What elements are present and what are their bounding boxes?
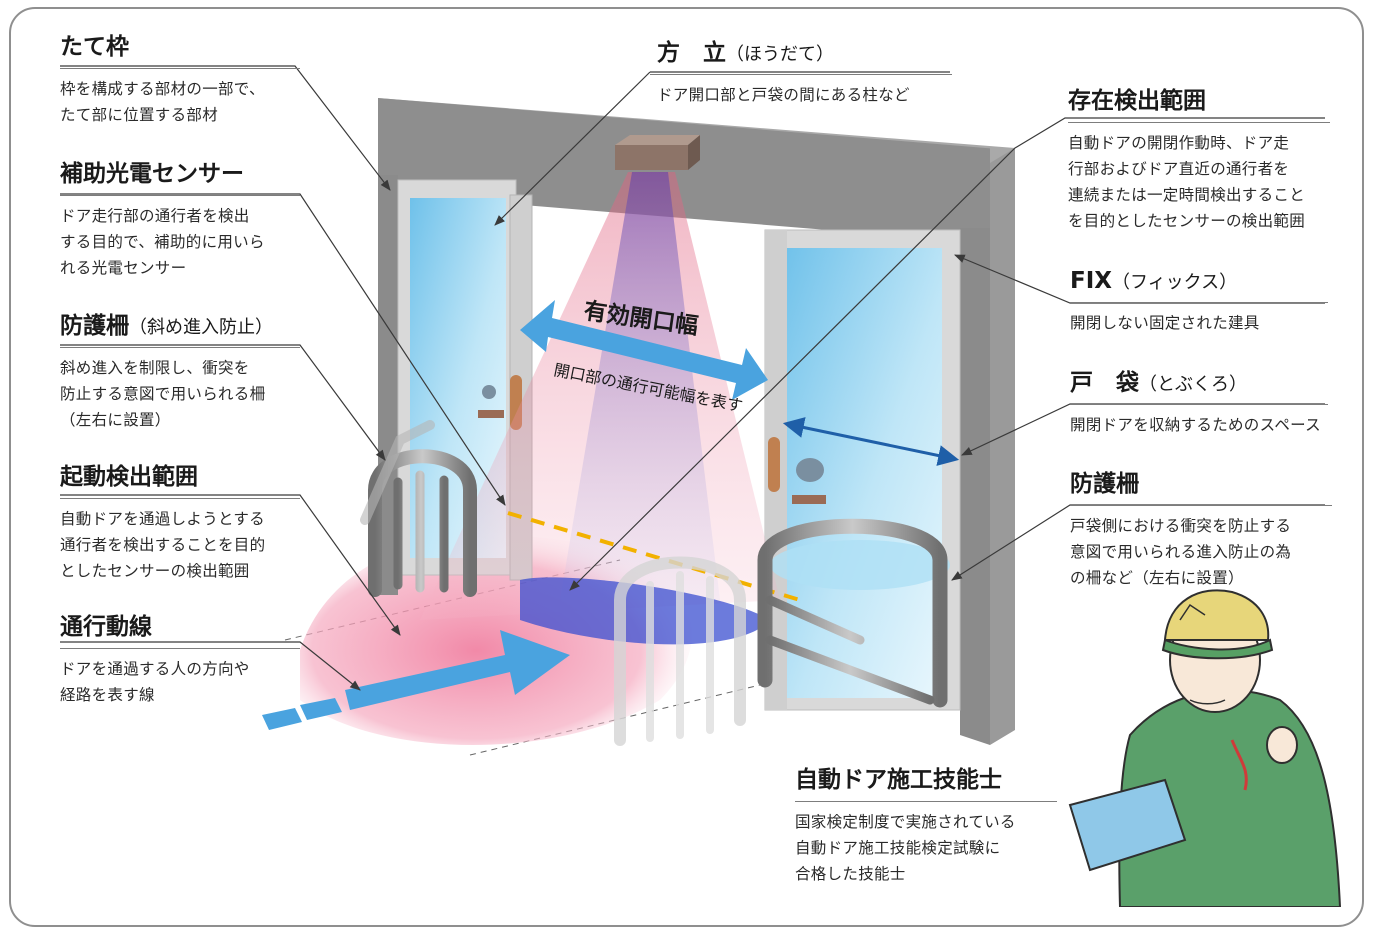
callout-houdate: 方 立（ほうだて） ドア開口部と戸袋の間にある柱など [650, 40, 952, 108]
callout-rule [1070, 404, 1328, 405]
callout-title: FIX（フィックス） [1070, 268, 1238, 294]
callout-presence-range: 存在検出範囲 自動ドアの開閉作動時、ドア走 行部およびドア直近の通行者を 連続ま… [1068, 90, 1330, 234]
auto-door-illustration: 有効開口幅 開口部の通行可能幅を表す [60, 65, 1342, 907]
callout-tobukuro: 戸 袋（とぶくろ） 開閉ドアを収納するためのスペース [1070, 372, 1328, 438]
worker-illustration-icon [1068, 589, 1342, 907]
callout-title: 防護柵（斜め進入防止） [60, 313, 273, 339]
floor-guide-line [469, 684, 761, 756]
callout-technician: 自動ドア施工技能士 国家検定制度で実施されている 自動ドア施工技能検定試験に 合… [795, 769, 1057, 887]
callout-title: 方 立（ほうだて） [657, 40, 834, 66]
callout-desc: 枠を構成する部材の一部で、 たて部に位置する部材 [60, 80, 265, 124]
callout-title: 存在検出範囲 [1068, 88, 1206, 114]
callout-guard-right: 防護柵 戸袋側における衝突を防止する 意図で用いられる進入防止の為 の柵など（左… [1070, 473, 1332, 591]
callout-rule [60, 498, 300, 499]
callout-title: たて枠 [60, 34, 129, 60]
callout-title: 補助光電センサー [60, 161, 244, 187]
door-pocket-arrow [782, 417, 960, 466]
callout-walking-path: 通行動線 ドアを通過する人の方向や 経路を表す線 [60, 616, 300, 708]
callout-desc: 戸袋側における衝突を防止する 意図で用いられる進入防止の為 の柵など（左右に設置… [1070, 517, 1292, 587]
callout-rule [1070, 302, 1328, 303]
callout-desc: 開閉ドアを収納するためのスペース [1070, 416, 1321, 434]
callout-rule [1068, 122, 1330, 123]
door-frame-icon [378, 98, 1015, 745]
callout-desc: ドア開口部と戸袋の間にある柱など [657, 86, 910, 104]
callout-title: 防護柵 [1070, 471, 1139, 497]
opening-width-arrow [520, 300, 768, 400]
callout-desc: 自動ドアの開閉作動時、ドア走 行部およびドア直近の通行者を 連続または一定時間検… [1068, 134, 1306, 230]
callout-fix: FIX（フィックス） 開閉しない固定された建具 [1070, 270, 1328, 336]
callout-rule [795, 801, 1057, 802]
guard-rail-icon [360, 420, 948, 746]
callout-desc: ドアを通過する人の方向や 経路を表す線 [60, 660, 250, 704]
callout-guard-left: 防護柵（斜め進入防止） 斜め進入を制限し、衝突を 防止する意図で用いられる柵 （… [60, 315, 300, 433]
callout-desc: 国家検定制度で実施されている 自動ドア施工技能検定試験に 合格した技能士 [795, 813, 1016, 883]
callout-title: 通行動線 [60, 614, 152, 640]
callout-rule [60, 648, 300, 649]
photo-sensor-beam [507, 511, 801, 602]
right-door-panel [764, 229, 961, 711]
leader-lines [60, 65, 1325, 691]
callout-title: 起動検出範囲 [60, 464, 198, 490]
callout-activation-range: 起動検出範囲 自動ドアを通過しようとする 通行者を検出することを目的 としたセン… [60, 466, 300, 584]
callout-rule [650, 74, 952, 75]
callout-title: 戸 袋（とぶくろ） [1070, 370, 1247, 396]
callout-tatewaku: たて枠 枠を構成する部材の一部で、 たて部に位置する部材 [60, 36, 300, 128]
callout-hojo-sensor: 補助光電センサー ドア走行部の通行者を検出 する目的で、補助的に用いら れる光電… [60, 163, 300, 281]
sensor-box-icon [615, 135, 700, 170]
callout-rule [1070, 505, 1332, 506]
callout-desc: 自動ドアを通過しようとする 通行者を検出することを目的 としたセンサーの検出範囲 [60, 510, 266, 580]
callout-rule [60, 68, 300, 69]
callout-rule [60, 195, 300, 196]
presence-cone [560, 172, 720, 600]
callout-title: 自動ドア施工技能士 [795, 767, 1002, 793]
callout-desc: 斜め進入を制限し、衝突を 防止する意図で用いられる柵 （左右に設置） [60, 359, 266, 429]
callout-desc: ドア走行部の通行者を検出 する目的で、補助的に用いら れる光電センサー [60, 207, 265, 277]
diagram-page: 有効開口幅 開口部の通行可能幅を表す [9, 7, 1364, 927]
callout-desc: 開閉しない固定された建具 [1070, 314, 1260, 332]
callout-rule [60, 347, 300, 348]
walking-path-arrow [262, 630, 570, 730]
